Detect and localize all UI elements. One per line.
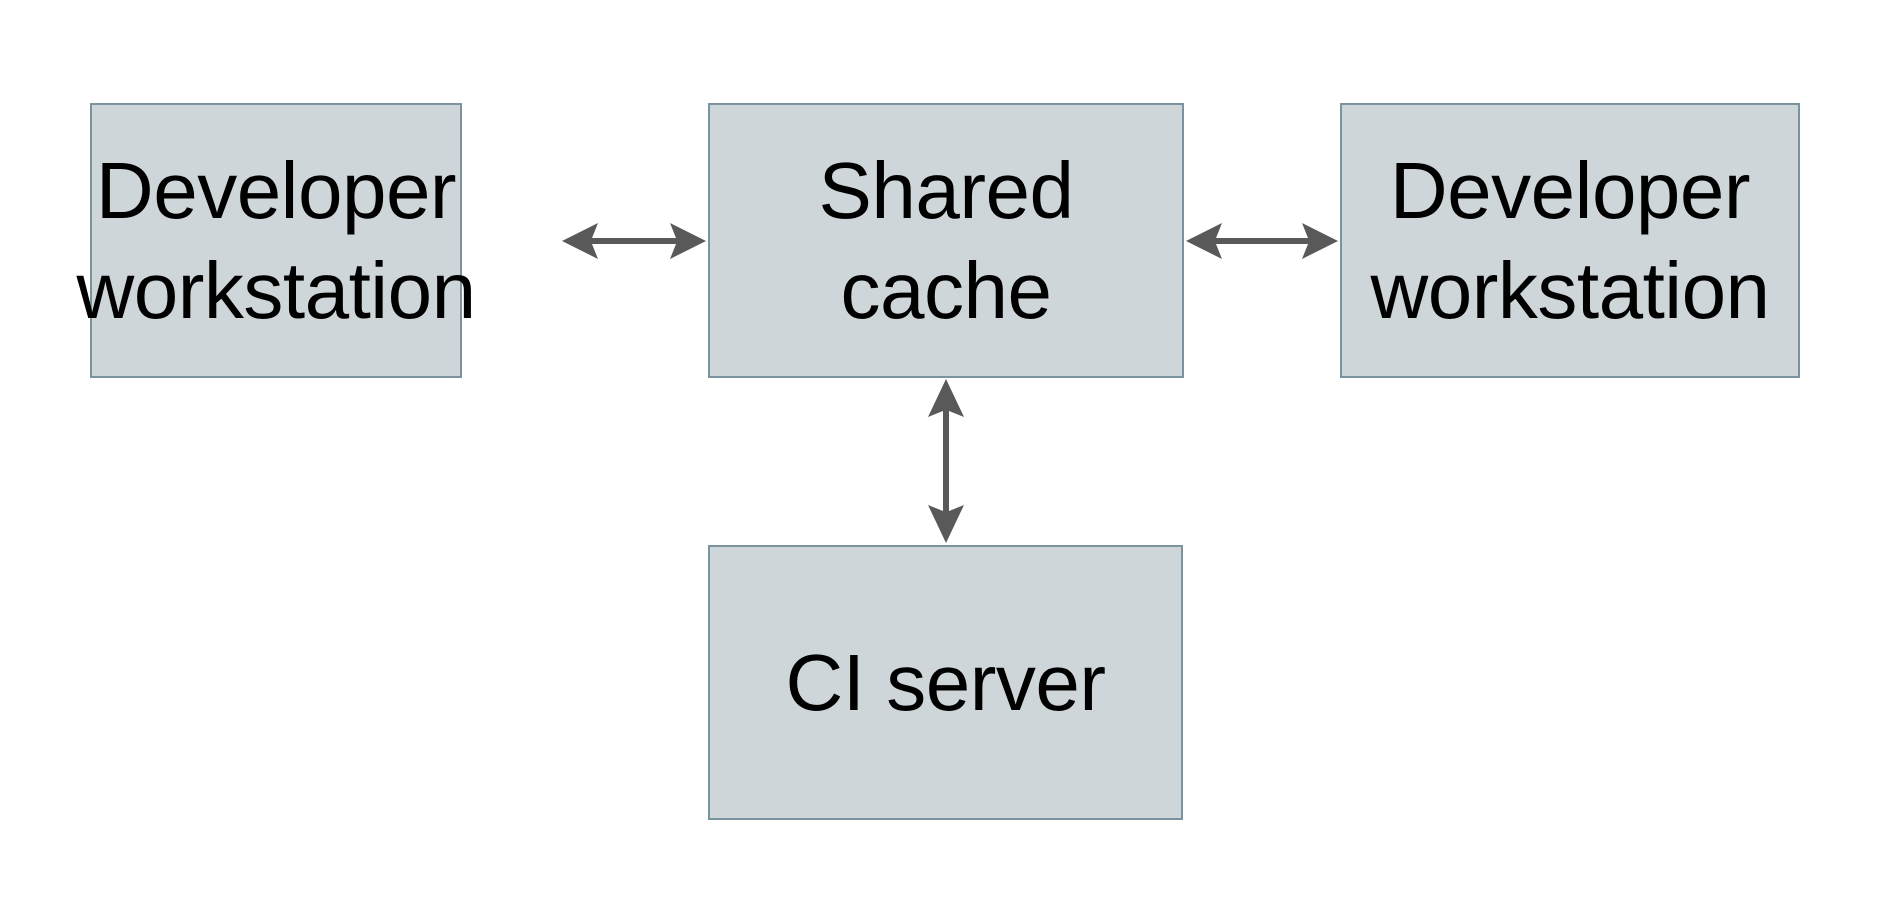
node-ci-server[interactable]: CI server (708, 545, 1183, 820)
node-developer-workstation-right[interactable]: Developer workstation (1340, 103, 1800, 378)
edge-shared-cache-to-developer-workstation-right[interactable] (1182, 210, 1342, 272)
node-label: Developer workstation (76, 146, 476, 335)
node-developer-workstation-left[interactable]: Developer workstation (76, 103, 476, 378)
edge-shared-cache-to-ci-server[interactable] (915, 375, 977, 547)
node-shared-cache[interactable]: Shared cache (708, 103, 1184, 378)
arrowhead-vertical-icon (928, 379, 964, 543)
arrowhead-right-icon (1186, 223, 1338, 259)
edge-developer-workstation-left-to-shared-cache[interactable] (558, 210, 710, 272)
node-label: Developer workstation (1370, 146, 1770, 335)
node-label: CI server (785, 637, 1107, 727)
arrowhead-left-icon (562, 223, 706, 259)
node-label: Shared cache (818, 146, 1074, 335)
